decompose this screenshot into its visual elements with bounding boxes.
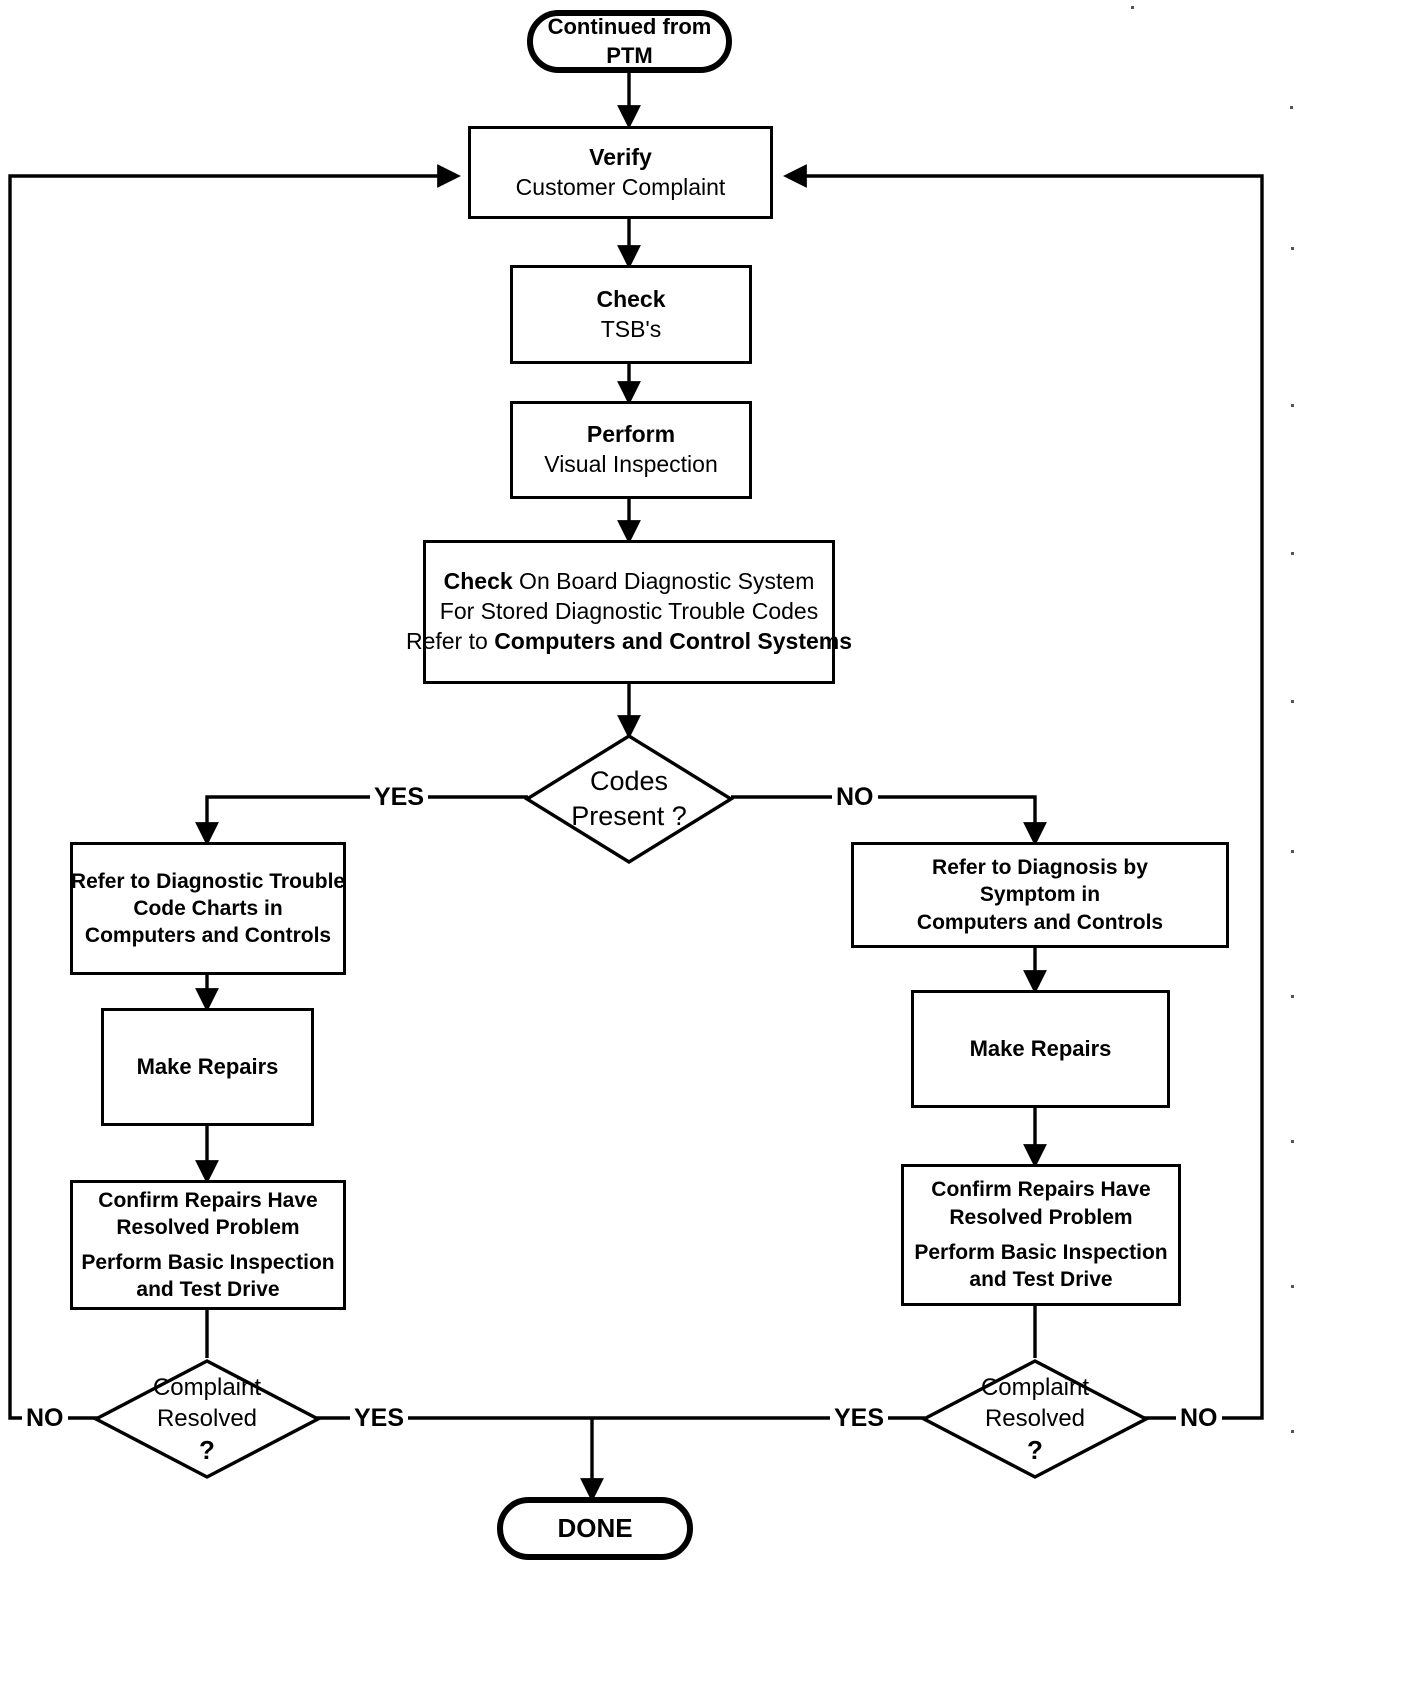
complaint-resolved-left-diamond-shape: [93, 1359, 321, 1479]
decision-complaint-resolved-right[interactable]: Complaint Resolved ?: [921, 1358, 1149, 1480]
decision-codes-present[interactable]: Codes Present ?: [524, 733, 734, 865]
edge-label-left-yes: YES: [350, 1404, 409, 1433]
verify-line-2: Customer Complaint: [515, 173, 726, 200]
checktsb-line-2: TSB's: [600, 315, 662, 342]
obd-line-3: Refer to Computers and Control Systems: [406, 627, 852, 657]
edge-label-right-no: NO: [1176, 1404, 1222, 1433]
referdtc-line-1: Refer to Diagnostic Trouble: [70, 869, 346, 893]
start-line-1: Continued from: [547, 13, 712, 39]
process-confirm-repairs-left[interactable]: Confirm Repairs Have Resolved Problem Pe…: [70, 1180, 346, 1310]
confirm-right-line-1: Confirm Repairs Have: [931, 1178, 1151, 1202]
terminal-continued-from-ptm[interactable]: Continued from PTM: [527, 10, 732, 73]
scan-speck: [1291, 1285, 1294, 1288]
visual-line-1: Perform: [586, 421, 676, 448]
complaint-resolved-right-diamond-shape: [921, 1359, 1149, 1479]
scan-speck: [1291, 247, 1294, 250]
process-refer-diagnosis-by-symptom[interactable]: Refer to Diagnosis by Symptom in Compute…: [851, 842, 1229, 948]
scan-speck: [1291, 552, 1294, 555]
scan-speck: [1291, 1430, 1294, 1433]
scan-speck: [1291, 850, 1294, 853]
scan-speck: [1290, 106, 1293, 109]
obd-line-1-bold: Check: [443, 568, 513, 595]
confirm-left-line-4: and Test Drive: [136, 1277, 280, 1301]
confirm-right-line-3: Perform Basic Inspection: [914, 1241, 1168, 1264]
confirm-left-line-1: Confirm Repairs Have: [98, 1188, 318, 1212]
decision-complaint-resolved-left[interactable]: Complaint Resolved ?: [93, 1358, 321, 1480]
refersym-line-1: Refer to Diagnosis by: [932, 856, 1148, 880]
process-perform-visual-inspection[interactable]: Perform Visual Inspection: [510, 401, 752, 499]
scan-speck: [1291, 995, 1294, 998]
edge-label-left-no: NO: [22, 1404, 68, 1433]
edge-label-right-yes: YES: [830, 1404, 889, 1433]
obd-line-1-rest: On Board Diagnostic System: [512, 568, 815, 595]
scan-speck: [1131, 6, 1134, 9]
visual-line-2: Visual Inspection: [544, 451, 718, 477]
edge-codes-yes: [195, 795, 528, 846]
obd-line-1: Check On Board Diagnostic System: [444, 567, 815, 597]
refersym-line-2: Symptom in: [979, 883, 1101, 907]
process-confirm-repairs-right[interactable]: Confirm Repairs Have Resolved Problem Pe…: [901, 1164, 1181, 1306]
obd-line-3-bold: Computers and Control Systems: [494, 627, 853, 654]
edge-label-codes-no: NO: [832, 783, 878, 812]
repairs-left-line-1: Make Repairs: [136, 1053, 279, 1079]
process-make-repairs-left[interactable]: Make Repairs: [101, 1008, 314, 1126]
terminal-done[interactable]: DONE: [497, 1497, 693, 1560]
confirm-left-line-3: Perform Basic Inspection: [81, 1250, 335, 1274]
confirm-left-line-2: Resolved Problem: [116, 1216, 300, 1240]
repairs-right-line-1: Make Repairs: [969, 1035, 1112, 1061]
scan-speck: [1291, 404, 1294, 407]
process-refer-dtc-charts[interactable]: Refer to Diagnostic Trouble Code Charts …: [70, 842, 346, 975]
referdtc-line-2: Code Charts in: [133, 896, 283, 920]
scan-speck: [1291, 1140, 1294, 1143]
verify-line-1: Verify: [589, 143, 652, 170]
process-check-on-board-diagnostic[interactable]: Check On Board Diagnostic System For Sto…: [406, 540, 852, 684]
refersym-line-3: Computers and Controls: [916, 910, 1164, 934]
process-check-tsbs[interactable]: Check TSB's: [510, 265, 752, 364]
obd-line-2: For Stored Diagnostic Trouble Codes: [439, 598, 819, 625]
done-label: DONE: [557, 1512, 633, 1543]
edge-codes-no: [731, 795, 1047, 846]
start-line-2: PTM: [606, 42, 653, 68]
referdtc-line-3: Computers and Controls: [84, 924, 332, 948]
confirm-right-line-2: Resolved Problem: [949, 1205, 1133, 1229]
process-make-repairs-right[interactable]: Make Repairs: [911, 990, 1170, 1108]
confirm-right-line-4: and Test Drive: [969, 1268, 1113, 1292]
obd-line-3-prefix: Refer to: [405, 627, 495, 654]
checktsb-line-1: Check: [596, 285, 666, 312]
edge-label-codes-yes: YES: [370, 783, 429, 812]
codes-present-diamond-shape: [524, 734, 734, 864]
process-verify-customer-complaint[interactable]: Verify Customer Complaint: [468, 126, 773, 219]
scan-speck: [1291, 700, 1294, 703]
